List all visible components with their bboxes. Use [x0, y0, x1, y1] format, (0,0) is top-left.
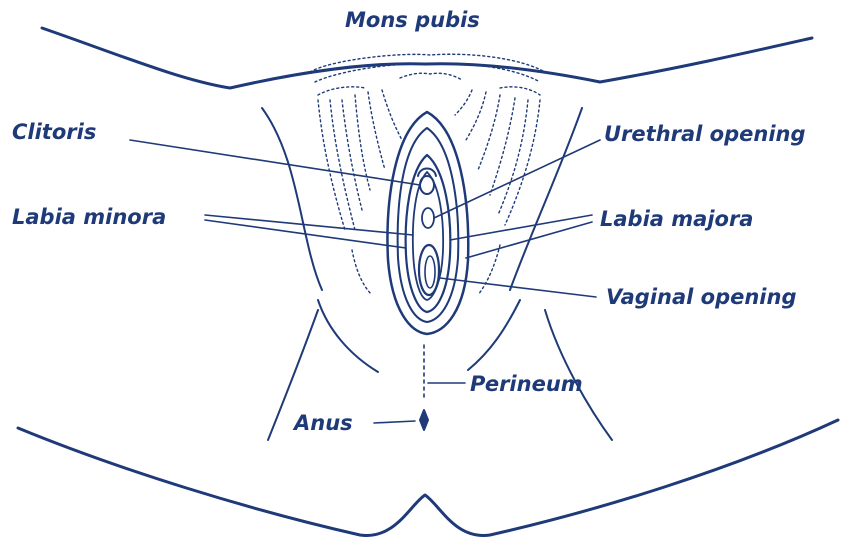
right-inner-thigh-line	[510, 108, 582, 290]
leader-labia-majora-b	[466, 222, 592, 258]
leader-anus	[374, 421, 415, 423]
clitoris-shape	[420, 176, 434, 194]
vaginal-opening-inner	[425, 256, 435, 288]
label-vaginal-opening: Vaginal opening	[606, 287, 797, 308]
left-buttock-line	[318, 300, 378, 372]
label-anus: Anus	[294, 413, 353, 434]
leader-clitoris	[130, 140, 420, 185]
label-perineum: Perineum	[470, 374, 583, 395]
urethral-opening-shape	[422, 208, 434, 228]
right-buttock-line	[468, 300, 520, 370]
labia-majora-outline	[387, 112, 468, 334]
leader-urethral-opening	[434, 140, 600, 218]
left-inner-thigh-line	[262, 108, 322, 290]
label-urethral-opening: Urethral opening	[604, 124, 806, 145]
label-labia-minora: Labia minora	[12, 207, 166, 228]
upper-body-outline	[42, 28, 812, 88]
label-labia-majora: Labia majora	[600, 209, 753, 230]
anus-mark	[420, 410, 428, 430]
lower-body-outline	[18, 420, 838, 535]
label-clitoris: Clitoris	[12, 122, 96, 143]
label-mons-pubis: Mons pubis	[345, 10, 480, 31]
